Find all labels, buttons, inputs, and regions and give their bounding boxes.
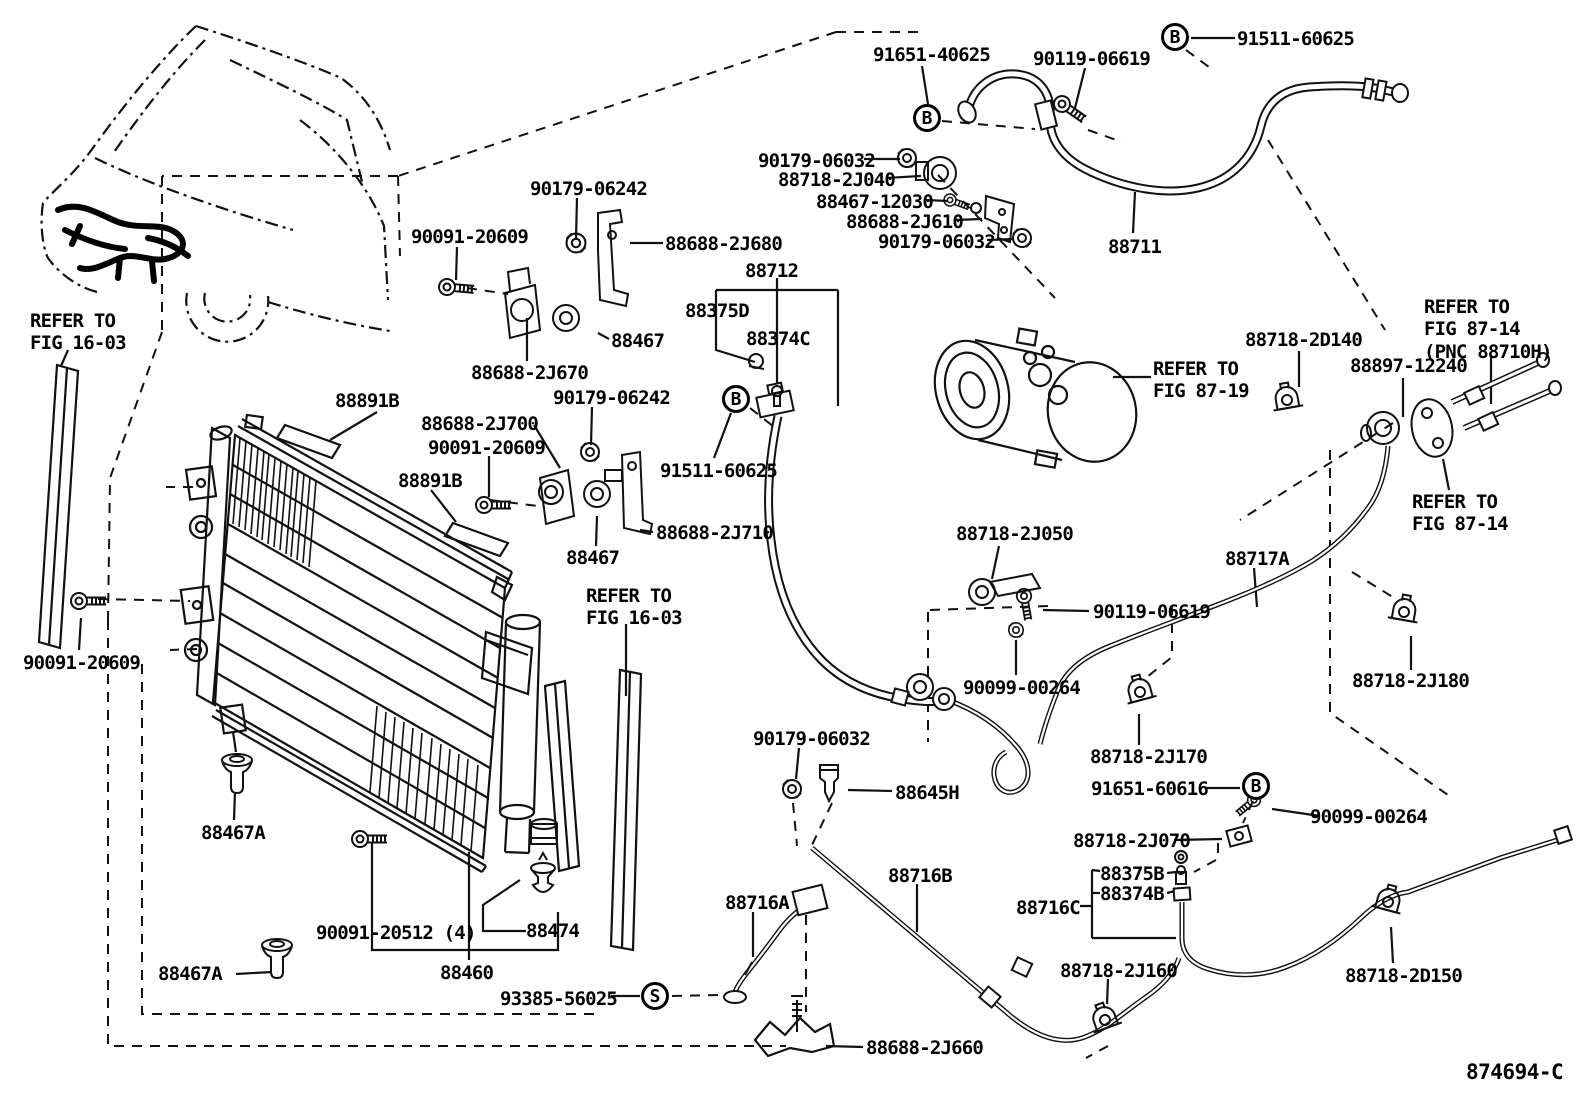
part-number-label: 88718-2J180 <box>1352 670 1470 692</box>
part-number-label: 90179-06242 <box>530 178 648 200</box>
part-number-label: 88688-2J660 <box>866 1037 984 1059</box>
pipe-88716b <box>810 846 1182 1043</box>
part-number-label: 88688-2J680 <box>665 233 783 255</box>
part-number-label: 88711 <box>1108 236 1162 258</box>
part-number-label: 88718-2D150 <box>1345 965 1463 987</box>
part-number-label: 88716B <box>888 865 953 887</box>
part-number-label: 90179-06032 <box>753 728 871 750</box>
part-number-label: 88712 <box>745 260 799 282</box>
condenser <box>179 413 542 873</box>
part-number-label: 88717A <box>1225 548 1290 570</box>
part-number-label: 88891B <box>398 470 463 492</box>
reference-note: REFER TO FIG 87-14 (PNC 88710H) <box>1424 296 1552 363</box>
callout-b1: B <box>913 104 941 132</box>
part-number-label: 88474 <box>526 920 580 942</box>
part-number-label: 90179-06242 <box>553 387 671 409</box>
part-number-label: 88718-2J160 <box>1060 960 1178 982</box>
callout-b4: B <box>1242 772 1270 800</box>
small-parts <box>70 91 1454 1058</box>
part-number-label: 88467A <box>158 963 223 985</box>
part-number-label: 90179-06032 <box>758 150 876 172</box>
part-number-label: 88688-2J700 <box>421 413 539 435</box>
seal-strips <box>37 363 643 952</box>
part-number-label: 90099-00264 <box>1310 806 1428 828</box>
part-number-label: 88467 <box>611 330 665 352</box>
part-number-label: 88688-2J610 <box>846 211 964 233</box>
part-number-label: 88467A <box>201 822 266 844</box>
hose-88711 <box>957 69 1409 196</box>
callout-b2: B <box>1161 23 1189 51</box>
part-number-label: 88718-2J170 <box>1090 746 1208 768</box>
reference-note: REFER TO FIG 16-03 <box>586 585 683 630</box>
part-number-label: 88467 <box>566 547 620 569</box>
part-number-label: 88718-2J040 <box>778 169 896 191</box>
part-number-label: 88718-2D140 <box>1245 329 1363 351</box>
part-number-label: 90091-20609 <box>411 226 529 248</box>
hose-88712 <box>755 381 949 706</box>
harness-sketch <box>55 203 191 284</box>
part-number-label: 90091-20609 <box>23 652 141 674</box>
part-number-label: 88891B <box>335 390 400 412</box>
reference-note: REFER TO FIG 87-19 <box>1153 358 1250 403</box>
callout-b3: B <box>722 385 750 413</box>
zone-dashed-lines <box>97 31 1449 1059</box>
part-number-label: 88716C <box>1016 897 1081 919</box>
reference-note: REFER TO FIG 16-03 <box>30 310 127 355</box>
part-number-label: 88374B <box>1100 883 1165 905</box>
part-number-label: 88718-2J070 <box>1073 830 1191 852</box>
part-number-label: 91651-40625 <box>873 44 991 66</box>
figure-number: 874694-C <box>1466 1060 1564 1084</box>
pipe-88717a <box>890 445 1391 795</box>
part-number-label: 90179-06032 <box>878 231 996 253</box>
part-number-label: 90091-20512 (4) <box>316 922 476 944</box>
part-number-label: 88718-2J050 <box>956 523 1074 545</box>
part-number-label: 88688-2J710 <box>656 522 774 544</box>
part-number-label: 88716A <box>725 892 790 914</box>
part-number-label: 90091-20609 <box>428 437 546 459</box>
part-number-label: 90119-06619 <box>1093 601 1211 623</box>
part-number-label: 93385-56025 <box>500 988 618 1010</box>
part-number-label: 91651-60616 <box>1091 778 1209 800</box>
part-number-label: 88467-12030 <box>816 191 934 213</box>
pipe-88716c <box>1010 824 1574 979</box>
part-number-label: 91511-60625 <box>660 460 778 482</box>
compressor <box>933 327 1138 469</box>
callout-s1: S <box>641 982 669 1010</box>
pnc-88710h-hoses <box>1450 352 1562 433</box>
part-number-label: 88645H <box>895 782 960 804</box>
part-number-label: 88460 <box>440 962 494 984</box>
part-number-label: 88375D <box>685 300 750 322</box>
pipe-88716a <box>723 883 829 1004</box>
part-number-label: 90099-00264 <box>963 677 1081 699</box>
part-number-label: 88897-12240 <box>1350 355 1468 377</box>
part-number-label: 88688-2J670 <box>471 362 589 384</box>
part-number-label: 88374C <box>746 328 811 350</box>
vehicle-sketch <box>40 24 392 343</box>
part-number-label: 91511-60625 <box>1237 28 1355 50</box>
part-number-label: 90119-06619 <box>1033 48 1151 70</box>
reference-note: REFER TO FIG 87-14 <box>1412 491 1509 536</box>
part-number-label: 88375B <box>1100 863 1165 885</box>
